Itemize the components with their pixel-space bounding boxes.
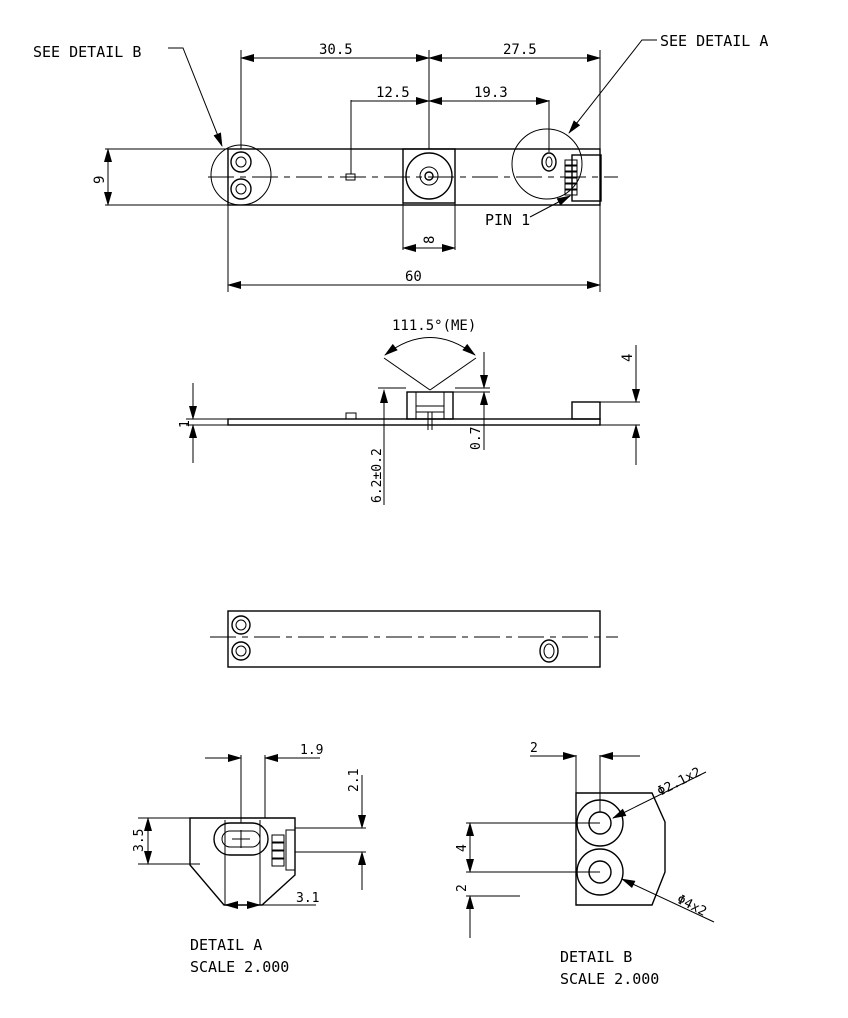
- detail-a-dim-label-3-5: 3.5: [132, 829, 147, 852]
- bottom-hole-upper: [231, 615, 251, 635]
- top-board-outline: [227, 148, 601, 206]
- dim-label-6-2: 6.2±0.2: [370, 448, 385, 503]
- callout-see-detail-a: SEE DETAIL A: [660, 32, 768, 50]
- fov-line-left: [383, 357, 431, 391]
- detail-a-circle: [511, 128, 583, 200]
- detail-b-view: 2 4 2 Φ2.1x2 Φ4x2 DETAIL B SCALE 2.000: [455, 741, 715, 988]
- detail-b-title: DETAIL B: [560, 948, 632, 966]
- mount-hole-lower-inner: [235, 183, 247, 195]
- leader-pin-1: [529, 195, 571, 218]
- detail-b-circle: [210, 144, 272, 206]
- angle-label: 111.5°(ME): [392, 318, 476, 334]
- bottom-slot: [539, 639, 559, 663]
- detail-b-outline: [575, 792, 666, 906]
- detail-a-scale: SCALE 2.000: [190, 958, 289, 976]
- dim-label-9: 9: [92, 176, 108, 184]
- bottom-hole-lower-inner: [235, 645, 247, 657]
- camera-lens-outer: [405, 152, 453, 200]
- slot-hole-inner: [545, 156, 553, 168]
- detail-a-dim-label-2-1: 2.1: [347, 769, 362, 792]
- mount-hole-upper: [230, 151, 252, 173]
- detail-b-leader-small: [612, 771, 707, 819]
- side-board: [227, 418, 601, 426]
- dim-label-27-5: 27.5: [503, 42, 537, 58]
- side-small-component: [345, 412, 357, 420]
- dim-label-60: 60: [405, 269, 422, 285]
- side-camera-left-wall: [406, 391, 417, 420]
- bottom-board-outline: [227, 610, 601, 668]
- camera-lens-inner: [424, 171, 434, 181]
- mount-hole-upper-inner: [235, 156, 247, 168]
- detail-b-dim-label-2-top: 2: [530, 741, 538, 756]
- camera-module: [402, 148, 456, 204]
- dim-label-1: 1: [178, 420, 193, 428]
- slot-hole: [541, 152, 557, 172]
- detail-a-title: DETAIL A: [190, 936, 262, 954]
- detail-a-dim-label-3-1: 3.1: [296, 891, 319, 906]
- detail-b-hole-small-label: Φ2.1x2: [655, 765, 704, 800]
- callout-pin-1: PIN 1: [485, 211, 530, 229]
- detail-b-dim-label-2-bottom: 2: [455, 884, 470, 892]
- mount-hole-lower: [230, 178, 252, 200]
- leader-detail-b: [168, 47, 223, 147]
- detail-b-dim-label-4: 4: [455, 844, 470, 852]
- connector-pins: [564, 159, 578, 196]
- bottom-slot-inner: [543, 643, 555, 659]
- fov-arc: [384, 337, 476, 356]
- dim-label-12-5: 12.5: [376, 85, 410, 101]
- side-view: 111.5°(ME) 4 1 0.7 6.2±0.2: [178, 318, 640, 505]
- detail-b-hole-large-label: Φ4x2: [674, 892, 709, 920]
- dim-label-30-5: 30.5: [319, 42, 353, 58]
- camera-lens-mid: [419, 166, 439, 186]
- bottom-view: [210, 610, 618, 668]
- fov-line-right: [429, 357, 477, 391]
- dim-label-4: 4: [620, 354, 636, 362]
- detail-a-view: 1.9 2.1 3.5 3.1 DETAIL A SCALE 2.000: [132, 743, 366, 976]
- leader-detail-a: [568, 39, 657, 134]
- bottom-hole-upper-inner: [235, 619, 247, 631]
- detail-b-leader-large: [621, 878, 715, 923]
- side-connector: [571, 401, 601, 420]
- callout-see-detail-b: SEE DETAIL B: [33, 43, 141, 61]
- dim-label-19-3: 19.3: [474, 85, 508, 101]
- side-camera-right-wall: [443, 391, 454, 420]
- detail-a-pins: [271, 829, 296, 871]
- bottom-hole-lower: [231, 641, 251, 661]
- dim-label-8: 8: [422, 236, 438, 244]
- detail-a-dim-label-1-9: 1.9: [300, 743, 323, 758]
- detail-b-scale: SCALE 2.000: [560, 970, 659, 988]
- dim-label-0-7: 0.7: [469, 427, 484, 450]
- top-view: 30.5 27.5 12.5 19.3 9 8 60 SEE DETAIL B …: [33, 32, 768, 292]
- side-camera-lens-ring: [415, 405, 445, 413]
